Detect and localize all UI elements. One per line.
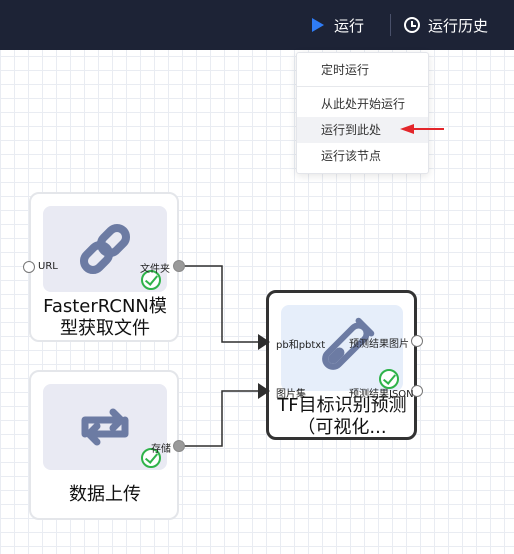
port-label-result-json: 预测结果JSON: [349, 389, 414, 400]
success-check-icon: [141, 270, 161, 290]
run-dropdown-menu: 定时运行 从此处开始运行 运行到此处 运行该节点: [296, 52, 429, 174]
wire-folder-to-model: [184, 265, 262, 343]
annotation-arrow-line: [414, 128, 444, 130]
run-history-label: 运行历史: [428, 16, 489, 35]
port-input-url[interactable]: [23, 261, 35, 273]
top-toolbar: 运行 运行历史: [0, 0, 514, 50]
node-fasterrcnn[interactable]: FasterRCNN模型获取文件: [29, 192, 179, 342]
node-data-upload[interactable]: 数据上传: [29, 370, 179, 520]
menu-divider: [297, 86, 428, 87]
node-tf-object-detection[interactable]: TF目标识别预测（可视化...: [266, 290, 417, 440]
success-check-icon: [379, 369, 399, 389]
menu-item-run-from-here[interactable]: 从此处开始运行: [321, 97, 406, 111]
port-label-images: 图片集: [276, 389, 306, 400]
play-icon: [312, 18, 324, 32]
node-title: FasterRCNN模型获取文件: [43, 296, 167, 339]
port-label-result-images: 预测结果图片: [349, 339, 409, 350]
success-check-icon: [141, 448, 161, 468]
run-button[interactable]: 运行: [312, 12, 364, 38]
clock-icon: [404, 17, 420, 33]
run-label: 运行: [334, 16, 365, 35]
annotation-arrow-head: [400, 124, 414, 134]
test-tube-icon: [322, 317, 375, 370]
port-input-model-arrow-icon[interactable]: [258, 334, 270, 350]
menu-item-run-this-node[interactable]: 运行该节点: [321, 149, 382, 163]
node-title: TF目标识别预测（可视化...: [277, 395, 407, 438]
port-input-images-arrow-icon[interactable]: [258, 383, 270, 399]
port-output-result-images[interactable]: [411, 335, 423, 347]
node-title: 数据上传: [69, 484, 141, 505]
menu-item-scheduled-run[interactable]: 定时运行: [321, 63, 370, 77]
wire-storage-to-images: [184, 390, 262, 447]
run-history-button[interactable]: 运行历史: [404, 12, 488, 38]
sync-arrows-icon: [81, 408, 129, 446]
port-label-model: pb和pbtxt: [276, 340, 326, 351]
link-icon: [79, 223, 131, 275]
port-label-url: URL: [38, 261, 58, 272]
port-label-storage: 存储: [151, 444, 171, 455]
toolbar-divider: [390, 14, 391, 36]
port-output-storage[interactable]: [173, 440, 185, 452]
port-label-folder: 文件夹: [140, 264, 170, 275]
port-output-result-json[interactable]: [411, 385, 423, 397]
port-output-folder[interactable]: [173, 260, 185, 272]
